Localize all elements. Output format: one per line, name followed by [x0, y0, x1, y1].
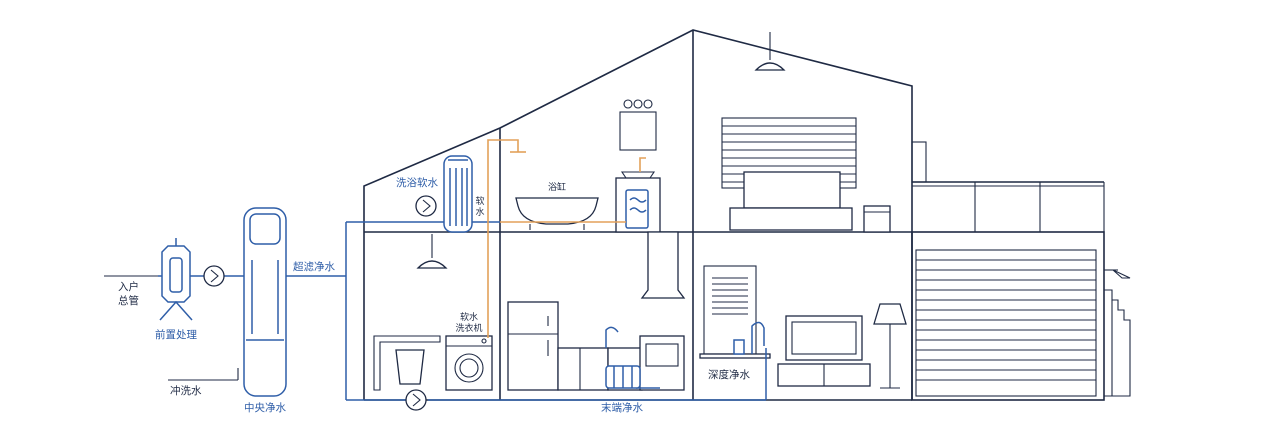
pump-icon [405, 389, 427, 411]
ceiling-lamp-laundry [416, 234, 448, 269]
inlet-label-line1: 入户 [118, 280, 139, 293]
bed [729, 171, 891, 233]
pre-treatment-label: 前置处理 [155, 328, 197, 341]
pump-icon [415, 195, 437, 217]
water-pipes [104, 139, 767, 401]
bathroom-vanity [615, 99, 661, 233]
soft-water-vertical-2: 水 [475, 206, 484, 218]
living-room [699, 265, 907, 389]
ceiling-lamp-attic [754, 32, 786, 71]
outdoor-shower [1104, 269, 1131, 397]
backwash-label: 冲洗水 [170, 384, 202, 397]
pump-icon [203, 265, 225, 287]
pre-filter [158, 238, 194, 321]
bath-soft-water-label: 洗浴软水 [396, 176, 438, 189]
soft-water-tank [443, 155, 473, 233]
central-purifier [243, 207, 287, 397]
laundry-sink [373, 335, 441, 391]
washer-label-line2: 洗衣机 [455, 322, 482, 334]
deep-purification-label: 深度净水 [708, 368, 750, 381]
kitchen [507, 231, 686, 391]
central-purifier-label: 中央净水 [244, 401, 286, 414]
terminal-purifier [605, 365, 641, 389]
bathtub-label: 浴缸 [548, 181, 566, 193]
bathtub [515, 197, 599, 230]
inlet-label-line2: 总管 [118, 294, 139, 307]
ultrafiltration-label: 超滤净水 [293, 260, 335, 273]
terminal-purification-label: 末端净水 [601, 401, 643, 414]
soft-water-vertical-1: 软 [475, 195, 484, 207]
washer-label-line1: 软水 [460, 311, 478, 323]
garage-door [915, 249, 1097, 397]
washing-machine [445, 335, 493, 391]
